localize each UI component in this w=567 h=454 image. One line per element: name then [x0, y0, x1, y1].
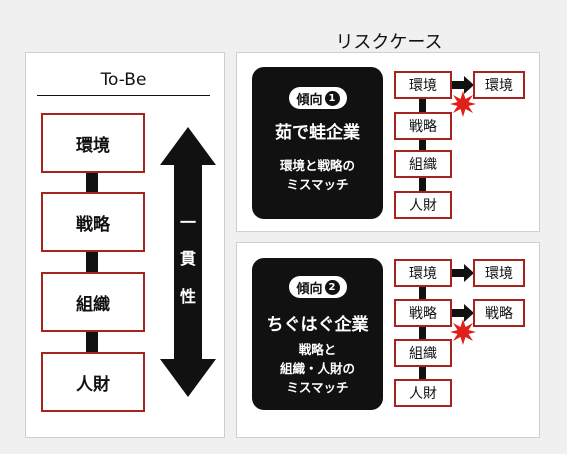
tendency1-target-environment: 環境: [473, 71, 525, 99]
tendency1-desc-line1: 環境と戦略の: [279, 158, 355, 173]
tendency2-title: ちぐはぐ企業: [266, 315, 369, 335]
tendency2-desc-line1: 戦略と: [298, 342, 337, 357]
tobe-connector-3: [86, 330, 98, 352]
tendency2-arrow-strategy: [452, 304, 474, 322]
consistency-double-arrow: [160, 127, 216, 397]
tendency1-conflict-burst-icon: [450, 91, 476, 117]
tendency2-stack-organization: 組織: [394, 339, 452, 367]
tobe-step-strategy: 戦略: [41, 192, 145, 252]
tendency1-stack-strategy: 戦略: [394, 112, 452, 140]
tobe-heading: To-Be: [100, 70, 147, 90]
consistency-char-2: 貫: [179, 249, 196, 268]
tendency2-badge-label: 傾向: [296, 281, 323, 297]
tendency2-conflict-burst-icon: [450, 319, 476, 345]
consistency-char-1: 一: [179, 213, 196, 232]
tobe-connector-1: [86, 172, 98, 192]
tendency1-stack-line: [419, 90, 426, 200]
tendency2-stack-strategy: 戦略: [394, 299, 452, 327]
tendency2-desc-line3: ミスマッチ: [286, 380, 349, 395]
tendency1-stack-talent: 人財: [394, 191, 452, 219]
tendency1-title: 茹で蛙企業: [275, 123, 360, 143]
tobe-step-environment: 環境: [41, 113, 145, 173]
tendency2-stack-line: [419, 280, 426, 395]
tobe-step-organization: 組織: [41, 272, 145, 332]
tendency1-arrow: [452, 76, 474, 94]
tendency1-badge-label: 傾向: [296, 92, 323, 108]
tendency2-stack-talent: 人財: [394, 379, 452, 407]
tobe-step-talent: 人財: [41, 352, 145, 412]
tendency2-desc-line2: 組織・人財の: [279, 361, 355, 376]
risk-case-heading: リスクケース: [335, 32, 443, 53]
tobe-connector-2: [86, 252, 98, 272]
tendency2-stack-environment: 環境: [394, 259, 452, 287]
tendency2-arrow-environment: [452, 264, 474, 282]
tendency2-target-environment: 環境: [473, 259, 525, 287]
tendency2-badge-number: 2: [324, 279, 340, 295]
tobe-heading-rule: [37, 95, 210, 96]
tendency1-desc-line2: ミスマッチ: [286, 177, 349, 192]
tendency1-stack-environment: 環境: [394, 71, 452, 99]
tendency2-target-strategy: 戦略: [473, 299, 525, 327]
tendency1-stack-organization: 組織: [394, 150, 452, 178]
tendency1-badge-number: 1: [324, 90, 340, 106]
consistency-char-3: 性: [179, 287, 196, 306]
